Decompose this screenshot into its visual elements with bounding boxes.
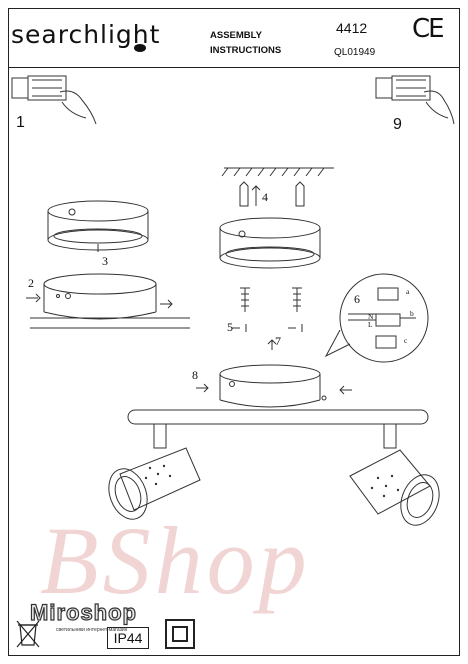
ceiling-icon — [221, 167, 334, 177]
step-3-label: 3 — [102, 254, 108, 268]
step-2-label: 2 — [28, 276, 34, 290]
step-4-label: 4 — [262, 190, 268, 204]
title-line-1: ASSEMBLY — [210, 30, 262, 41]
step-7-label: 7 — [275, 334, 281, 348]
watermark: BShop — [40, 507, 311, 614]
ip-rating: IP44 — [107, 627, 149, 649]
step-1-label: 1 — [16, 114, 25, 131]
wire-label-a: a — [406, 287, 410, 296]
model-number: 4412 — [336, 20, 368, 36]
wire-label-c: c — [404, 336, 408, 345]
product-code: QL01949 — [334, 47, 376, 58]
step-6-label: 6 — [354, 292, 360, 306]
terminal-n-label: N — [368, 312, 374, 321]
weee-bin-icon — [16, 620, 40, 648]
brand-logo-dot — [134, 44, 146, 52]
screw-icon — [240, 287, 302, 312]
document-title: ASSEMBLY INSTRUCTIONS — [210, 28, 281, 58]
hand-drill-icon — [11, 75, 97, 125]
shop-badge: Miroshop — [29, 599, 137, 625]
step-8-label: 8 — [192, 368, 198, 382]
instruction-sheet — [8, 8, 460, 656]
terminal-l-label: L — [368, 320, 373, 329]
ce-mark: CE — [412, 14, 445, 44]
step-9-label: 9 — [393, 116, 402, 133]
brand-logo: searchlight — [11, 20, 161, 49]
title-line-2: INSTRUCTIONS — [210, 45, 282, 56]
wire-label-b: b — [410, 309, 414, 318]
class-ii-icon — [165, 619, 195, 649]
shop-badge-subtitle: светильники интернет-магазин — [56, 627, 128, 633]
hand-drill-icon — [375, 75, 455, 125]
header-bar — [8, 8, 460, 68]
step-5-label: 5 — [227, 320, 233, 334]
